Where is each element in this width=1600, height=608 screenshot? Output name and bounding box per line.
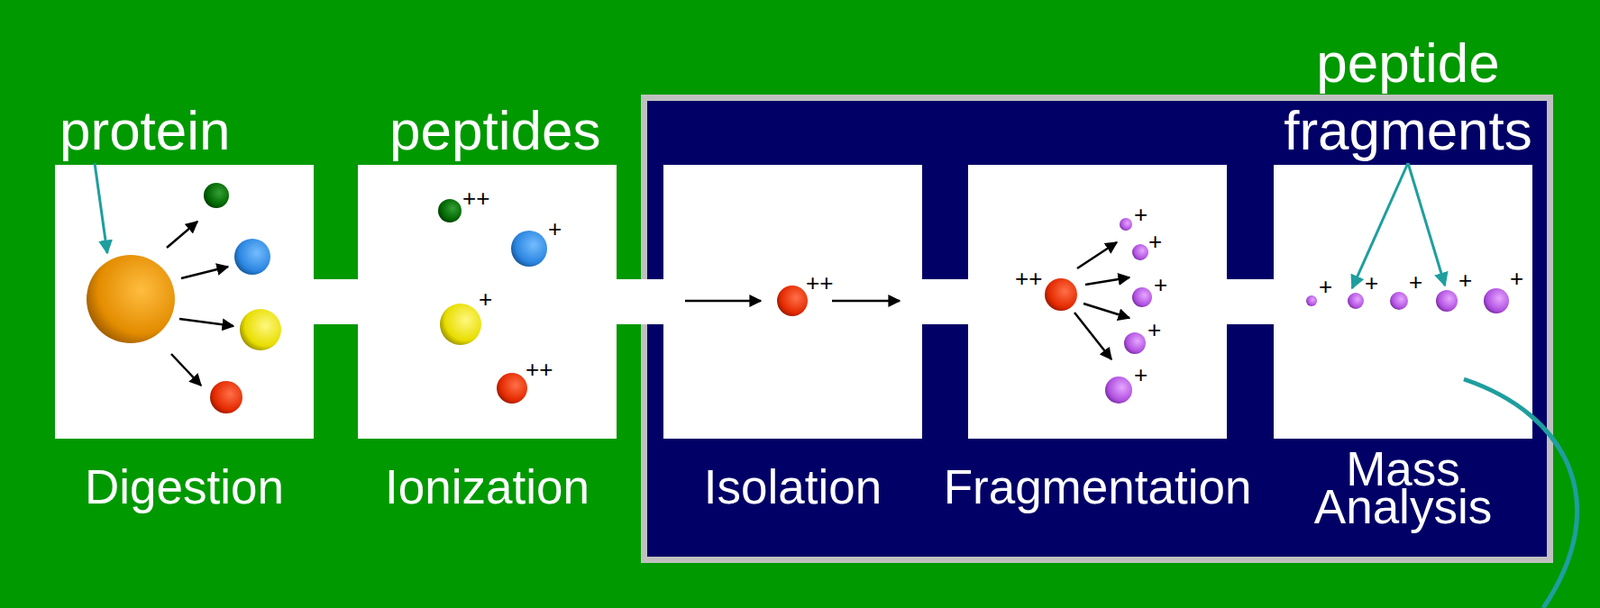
leader-arrow — [1352, 163, 1408, 289]
ion-ball — [438, 199, 462, 223]
step-box: Ionization++++++ — [357, 164, 617, 439]
fragment-ball — [1105, 376, 1133, 404]
fragment-ball — [1132, 287, 1152, 308]
charge-label: + — [1133, 202, 1148, 227]
ion-ball — [777, 285, 808, 317]
fragment-ball — [1483, 288, 1509, 314]
fragment-ball — [1435, 290, 1458, 312]
fragment-arrow — [1074, 312, 1112, 360]
charge-label: + — [1148, 229, 1162, 254]
fragment-ball — [1124, 332, 1146, 355]
charge-label: + — [478, 287, 493, 311]
step-label: Fragmentation — [943, 460, 1253, 515]
step-label: Mass Analysis — [1286, 450, 1521, 527]
flow-arrow — [685, 300, 761, 303]
charge-label: + — [1408, 270, 1423, 294]
isolation-illustration — [663, 164, 923, 439]
step-label: Isolation — [704, 460, 882, 515]
digest-arrow — [179, 319, 234, 327]
digest-arrow — [166, 221, 198, 248]
digest-arrow — [171, 354, 202, 386]
peptide-ball — [203, 182, 229, 209]
charge-label: + — [1147, 318, 1162, 342]
ion-ball — [511, 230, 548, 267]
charge-label: + — [1458, 268, 1472, 293]
step-box: Mass Analysis+++++ — [1273, 164, 1533, 439]
fragment-arrow — [1085, 277, 1130, 285]
fragment-ball — [1119, 218, 1133, 231]
annotation-label: peptides — [389, 99, 601, 163]
peptide-ball — [210, 381, 243, 414]
step-box: Digestion — [54, 164, 314, 439]
connector-bar — [615, 279, 665, 325]
instrument-panel: peptide fragments Isolation++ Fragmentat… — [640, 94, 1554, 564]
ion-ball — [496, 373, 528, 404]
fragment-arrow — [1083, 303, 1130, 319]
charge-label: + — [1318, 274, 1333, 299]
connector-bar — [1225, 279, 1275, 325]
panel-heading: peptide fragments — [1263, 28, 1553, 165]
charge-label: ++ — [805, 271, 833, 295]
leader-arrow — [1408, 163, 1445, 286]
fragment-arrow — [1077, 242, 1117, 269]
mass-analysis-illustration — [1273, 164, 1533, 439]
peptide-ball — [234, 238, 271, 275]
digest-arrow — [181, 266, 229, 279]
step-label: Digestion — [84, 460, 284, 515]
leader-arrow — [94, 163, 108, 254]
connector-bar — [921, 279, 970, 325]
charge-label: ++ — [525, 357, 553, 382]
charge-label: + — [1133, 363, 1148, 387]
charge-label: ++ — [462, 186, 490, 211]
charge-label: + — [548, 217, 562, 241]
digestion-illustration — [54, 164, 314, 439]
fragment-ball — [1306, 295, 1317, 307]
charge-label: + — [1153, 273, 1168, 297]
charge-label: ++ — [1014, 266, 1043, 291]
fragment-ball — [1347, 292, 1364, 310]
annotation-label: protein — [59, 99, 231, 163]
step-label: Ionization — [384, 460, 590, 515]
flow-arrow — [832, 300, 900, 303]
ion-ball — [1044, 278, 1078, 311]
fragmentation-illustration — [968, 164, 1227, 439]
connector-bar — [312, 279, 359, 325]
fragment-ball — [1389, 292, 1408, 311]
charge-label: + — [1364, 271, 1379, 295]
step-box: Isolation++ — [663, 164, 923, 439]
ion-ball — [439, 303, 482, 346]
protein-ball — [86, 255, 175, 344]
fragment-ball — [1132, 244, 1149, 261]
charge-label: + — [1509, 266, 1524, 291]
peptide-ball — [239, 309, 282, 351]
step-box: Fragmentation+++++++ — [968, 164, 1227, 439]
